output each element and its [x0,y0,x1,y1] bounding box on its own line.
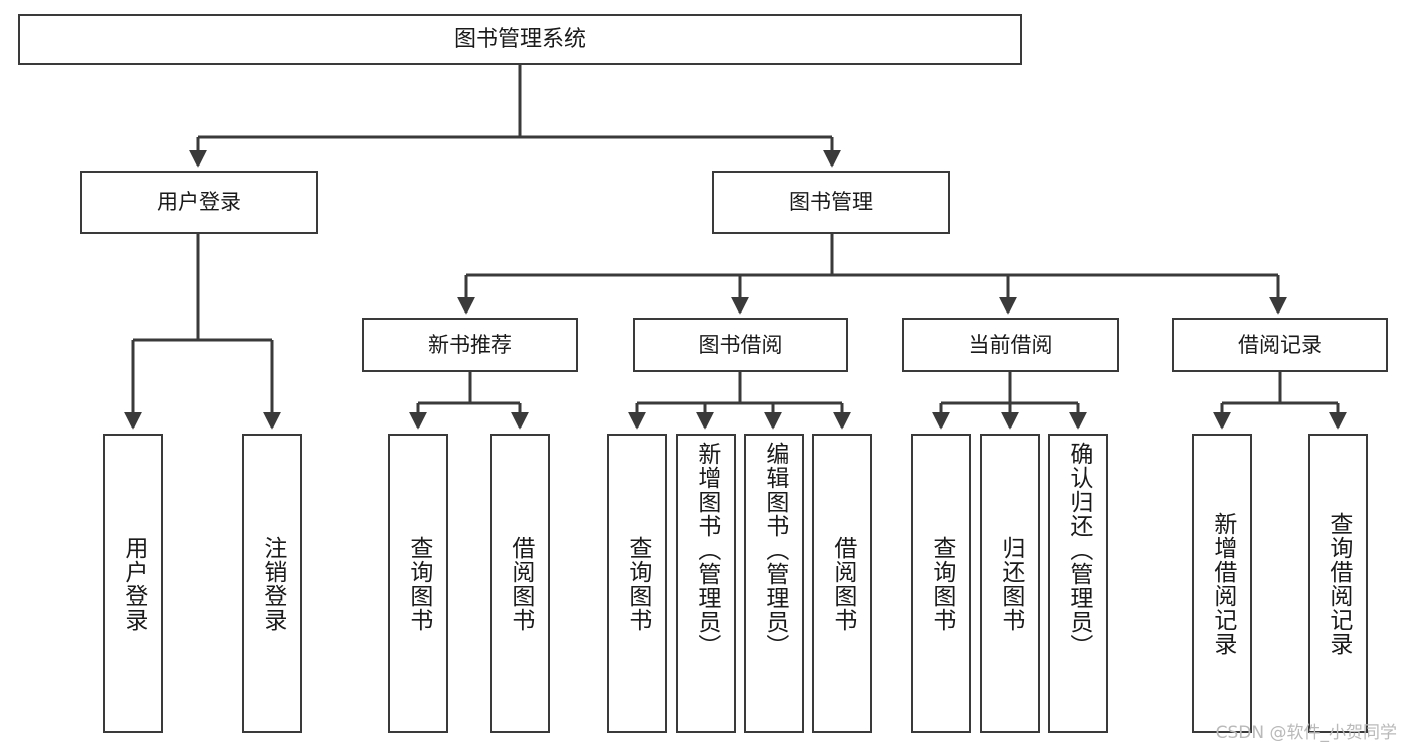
leaf-borrow-book-1-label: 借阅图书 [507,535,534,632]
leaf-add-record-label: 新增借阅记录 [1209,511,1236,656]
leaf-edit-book[interactable]: 编辑图书（管理员） [744,434,804,733]
node-root[interactable]: 图书管理系统 [18,14,1022,65]
leaf-query-book-1[interactable]: 查询图书 [388,434,448,733]
leaf-user-login[interactable]: 用户登录 [103,434,163,733]
leaf-query-record-label: 查询借阅记录 [1325,511,1352,656]
node-user-login[interactable]: 用户登录 [80,171,318,234]
node-current-borrow-label: 当前借阅 [968,332,1053,357]
leaf-add-book-label: 新增图书（管理员） [693,442,720,658]
leaf-query-book-1-label: 查询图书 [405,535,432,632]
leaf-user-login-label: 用户登录 [120,535,147,632]
node-book-manage-label: 图书管理 [789,190,873,214]
node-borrow-record-label: 借阅记录 [1238,332,1322,357]
leaf-add-record[interactable]: 新增借阅记录 [1192,434,1252,733]
leaf-query-record[interactable]: 查询借阅记录 [1308,434,1368,733]
leaf-query-book-2[interactable]: 查询图书 [607,434,667,733]
leaf-edit-book-label: 编辑图书（管理员） [761,442,788,658]
node-book-borrow[interactable]: 图书借阅 [633,318,848,372]
leaf-add-book[interactable]: 新增图书（管理员） [676,434,736,733]
node-root-label: 图书管理系统 [453,26,586,52]
node-new-book-rec-label: 新书推荐 [428,332,512,357]
leaf-logout[interactable]: 注销登录 [242,434,302,733]
leaf-query-book-3[interactable]: 查询图书 [911,434,971,733]
node-borrow-record[interactable]: 借阅记录 [1172,318,1388,372]
node-book-manage[interactable]: 图书管理 [712,171,950,234]
leaf-borrow-book-1[interactable]: 借阅图书 [490,434,550,733]
node-user-login-label: 用户登录 [157,190,241,214]
leaf-borrow-book-2[interactable]: 借阅图书 [812,434,872,733]
leaf-query-book-3-label: 查询图书 [928,535,955,632]
watermark: CSDN @软件_小贺同学 [1215,723,1397,743]
node-book-borrow-label: 图书借阅 [698,332,783,357]
leaf-confirm-return-label: 确认归还（管理员） [1065,442,1092,658]
leaf-confirm-return[interactable]: 确认归还（管理员） [1048,434,1108,733]
leaf-return-book-label: 归还图书 [997,535,1024,632]
leaf-logout-label: 注销登录 [259,535,286,632]
node-current-borrow[interactable]: 当前借阅 [902,318,1119,372]
node-new-book-rec[interactable]: 新书推荐 [362,318,578,372]
leaf-borrow-book-2-label: 借阅图书 [829,535,856,632]
leaf-query-book-2-label: 查询图书 [624,535,651,632]
leaf-return-book[interactable]: 归还图书 [980,434,1040,733]
